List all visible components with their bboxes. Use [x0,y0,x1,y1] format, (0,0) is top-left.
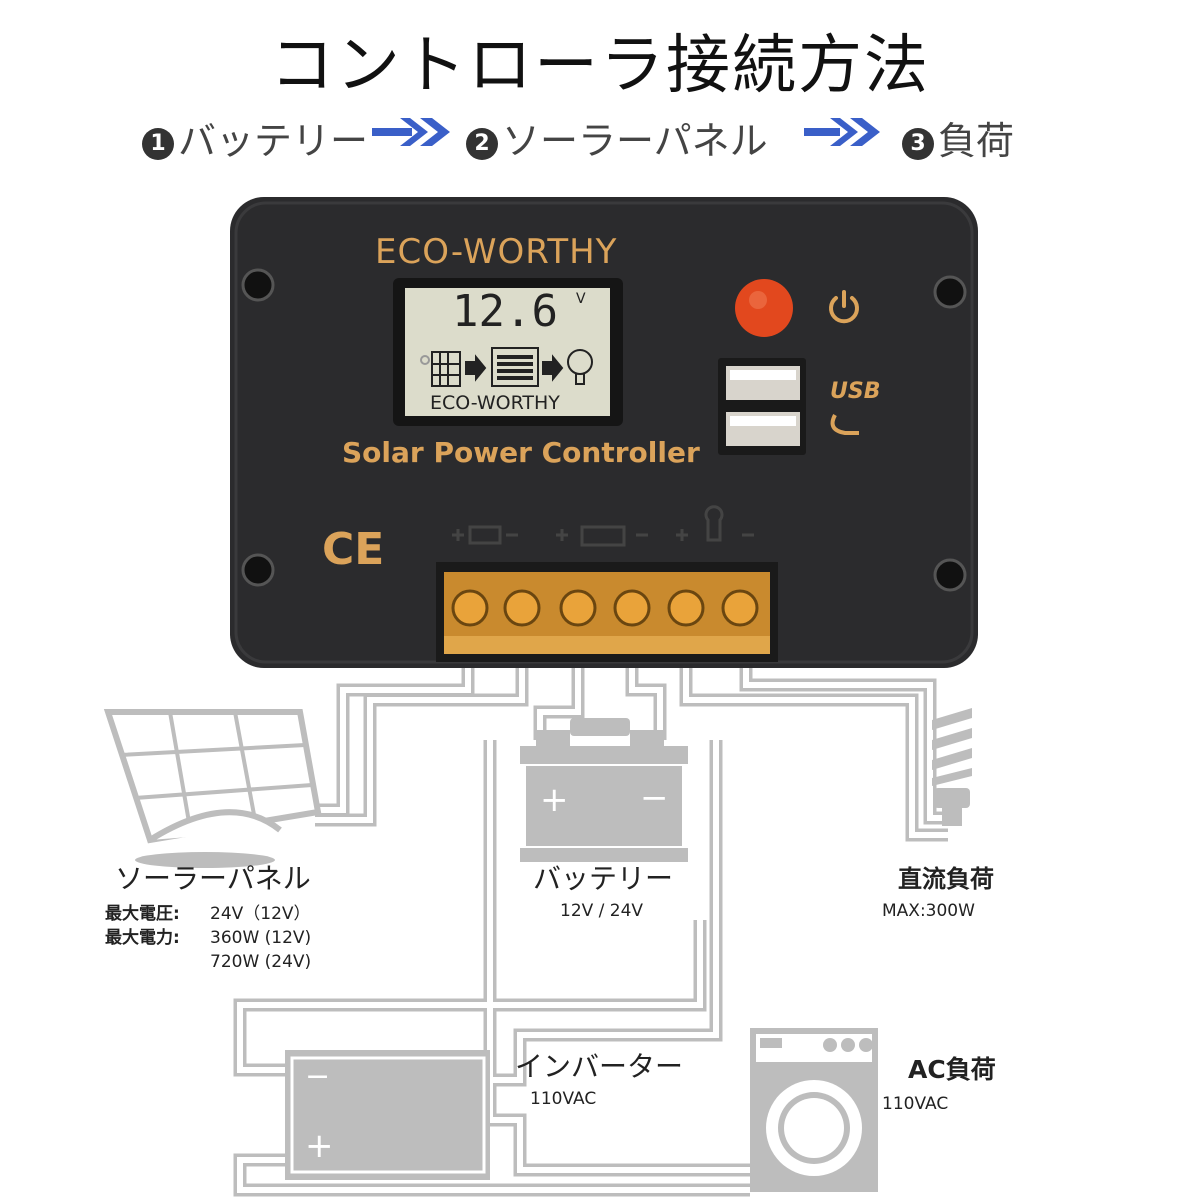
step-number: 2 [466,128,498,160]
cfl-bulb-illustration [932,708,972,826]
arrow-icon [372,118,450,146]
power-button [735,279,793,337]
step-label: 負荷 [938,119,1015,163]
battery-plus: + [540,780,569,820]
step-label: ソーラーパネル [502,119,768,163]
wires [233,662,948,1197]
screw-icon [241,268,967,592]
brand-logo: ECO-WORTHY [375,232,618,272]
solar-controller [230,197,978,668]
solar-label: ソーラーパネル [115,862,311,895]
ce-mark: CE [322,524,385,575]
battery-illustration [520,718,688,862]
terminal-screw-icon [451,589,759,627]
solar-panel-illustration [103,709,322,868]
ac-load-spec: 110VAC [882,1094,949,1114]
step-number: 1 [142,128,174,160]
page-title: コントローラ接続方法 [270,29,930,103]
inverter-plus: + [305,1126,334,1166]
lcd-unit: V [576,291,586,307]
battery-label: バッテリー [533,862,674,895]
inverter-spec: 110VAC [530,1089,597,1109]
washing-machine-illustration [750,1028,878,1192]
terminal-block [436,562,778,662]
spec-value: 720W (24V) [210,952,312,972]
lcd-brand: ECO-WORTHY [430,392,560,414]
step-number: 3 [902,128,934,160]
step-label: バッテリー [178,119,369,163]
dc-load-label: 直流負荷 [898,865,994,893]
product-name: Solar Power Controller [342,436,700,469]
power-icon [829,290,859,324]
battery-spec: 12V / 24V [560,901,644,921]
ac-load-label: AC負荷 [908,1055,996,1084]
inverter-illustration [285,1050,490,1180]
lcd-icons [420,347,593,387]
lcd-voltage: 12.6 [452,286,558,337]
terminal-markings [452,505,754,547]
usb-logo: USB [830,379,881,404]
spec-value: 24V（12V） [210,904,311,924]
spec-key: 最大電力: [105,928,180,948]
solar-specs: 最大電圧: 24V（12V） 最大電力: 360W (12V) 720W (24V) [105,902,311,974]
spec-key: 最大電圧: [105,904,180,924]
arrow-icon [804,118,880,146]
dc-load-spec: MAX:300W [882,901,975,921]
battery-minus: − [640,778,669,818]
usb-cable-icon [830,414,859,435]
inverter-label: インバーター [515,1050,684,1083]
spec-value: 360W (12V) [210,928,312,948]
inverter-minus: − [305,1059,331,1094]
